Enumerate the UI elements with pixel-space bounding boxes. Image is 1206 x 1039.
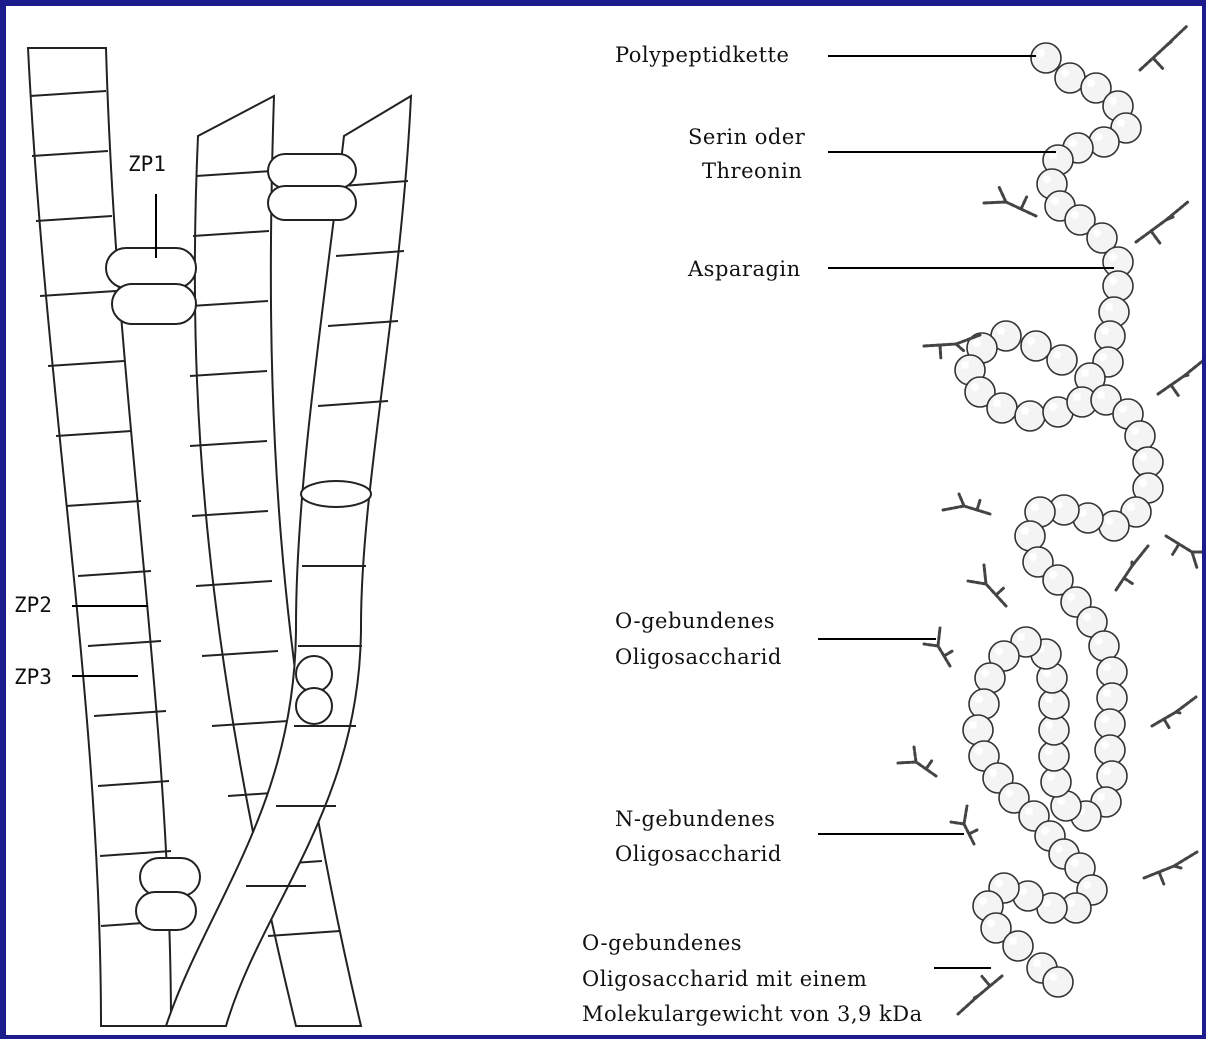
polypeptide-chain — [955, 43, 1163, 997]
asparagine-label: Asparagin — [687, 257, 801, 281]
o-linked-large-label-line3: Molekulargewicht von 3,9 kDa — [582, 1002, 923, 1026]
zp-filament-diagram: ZP1 ZP2 ZP3 — [14, 48, 411, 1026]
o-linked-large-label-line2: Oligosaccharid mit einem — [582, 967, 867, 991]
serine-label-line2: Threonin — [702, 159, 802, 183]
diagram-canvas: ZP1 ZP2 ZP3 Polypeptidkette Serin oder T… — [6, 6, 1202, 1035]
o-linked-label-line2: Oligosaccharid — [615, 645, 782, 669]
o-linked-large-label-line1: O-gebundenes — [582, 931, 742, 955]
zp1-label: ZP1 — [128, 152, 166, 176]
zp2-label: ZP2 — [14, 593, 52, 617]
serine-label-line1: Serin oder — [688, 125, 806, 149]
polypeptide-label: Polypeptidkette — [615, 43, 789, 67]
glycoprotein-diagram: Polypeptidkette Serin oder Threonin Aspa… — [582, 26, 1202, 1026]
n-linked-label-line2: Oligosaccharid — [615, 842, 782, 866]
n-linked-label-line1: N-gebundenes — [615, 807, 775, 831]
o-linked-label-line1: O-gebundenes — [615, 609, 775, 633]
diagram-panel: ZP1 ZP2 ZP3 Polypeptidkette Serin oder T… — [6, 6, 1202, 1035]
zp3-label: ZP3 — [14, 665, 52, 689]
